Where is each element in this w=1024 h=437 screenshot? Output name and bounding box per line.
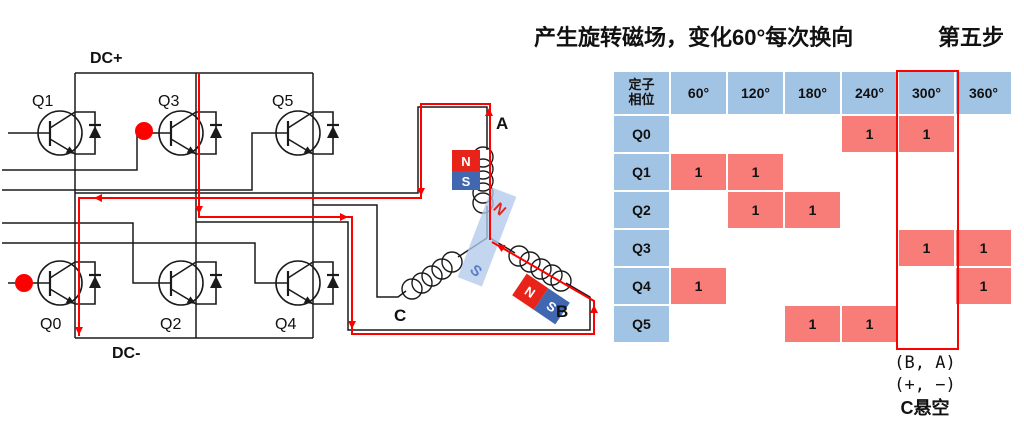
- label-q2: Q2: [160, 316, 181, 333]
- current-path: [78, 73, 595, 336]
- arrow-into-center: [496, 244, 506, 252]
- stator-magnet-b: N S: [512, 273, 570, 325]
- cell-Q5-120°: [728, 306, 783, 342]
- step-label: 第五步: [938, 25, 1005, 50]
- cell-Q3-180°: [785, 230, 840, 266]
- row-label-Q3: Q3: [614, 230, 669, 266]
- cell-Q1-120°: 1: [728, 154, 783, 190]
- cell-Q1-60°: 1: [671, 154, 726, 190]
- degree-header-300°: 300°: [899, 72, 954, 114]
- cell-Q3-120°: [728, 230, 783, 266]
- slide-title: 产生旋转磁场，变化60°每次换向: [534, 25, 854, 50]
- cell-Q4-60°: 1: [671, 268, 726, 304]
- base-wire-q2: [2, 222, 171, 284]
- cell-Q2-60°: [671, 192, 726, 228]
- degree-header-180°: 180°: [785, 72, 840, 114]
- annotation-floating: C悬空: [900, 397, 950, 418]
- base-on-dot-q3: [135, 122, 153, 140]
- stator-phase-header: 定子相位: [614, 72, 669, 114]
- cell-Q4-360°: 1: [956, 268, 1011, 304]
- row-label-Q5: Q5: [614, 306, 669, 342]
- row-label-Q0: Q0: [614, 116, 669, 152]
- transistors: [36, 109, 341, 307]
- current-arrows: [75, 108, 598, 335]
- magnet-a-south-label: S: [462, 174, 471, 189]
- row-label-Q1: Q1: [614, 154, 669, 190]
- cell-Q5-180°: 1: [785, 306, 840, 342]
- annotation-phases: (B, A): [894, 353, 956, 373]
- cell-Q4-240°: [842, 268, 897, 304]
- cell-Q2-300°: [899, 192, 954, 228]
- label-phase-a: A: [496, 114, 508, 133]
- stator-magnet-a: N S: [452, 150, 480, 190]
- cell-Q5-240°: 1: [842, 306, 897, 342]
- cell-Q3-240°: [842, 230, 897, 266]
- row-label-Q4: Q4: [614, 268, 669, 304]
- arrow-down-q3-leg: [195, 206, 203, 214]
- cell-Q0-240°: 1: [842, 116, 897, 152]
- cell-Q5-300°: [899, 306, 954, 342]
- cell-Q2-360°: [956, 192, 1011, 228]
- cell-Q3-360°: 1: [956, 230, 1011, 266]
- base-wire-q3: [2, 132, 171, 171]
- label-q5: Q5: [272, 93, 293, 110]
- row-label-Q2: Q2: [614, 192, 669, 228]
- phase-c-wire: [313, 204, 407, 298]
- phase-a-wire: [75, 106, 488, 194]
- degree-header-240°: 240°: [842, 72, 897, 114]
- label-phase-c: C: [394, 306, 406, 325]
- cell-Q0-60°: [671, 116, 726, 152]
- label-q1: Q1: [32, 93, 53, 110]
- cell-Q5-360°: [956, 306, 1011, 342]
- rotor-bar: N S: [457, 187, 517, 287]
- cell-Q4-120°: [728, 268, 783, 304]
- cell-Q3-60°: [671, 230, 726, 266]
- arrow-right-phase-b: [340, 213, 348, 221]
- arrow-up-terminal-b: [590, 305, 598, 313]
- step-annotation: (B, A) (+, −) C悬空: [855, 352, 995, 421]
- cell-Q0-360°: [956, 116, 1011, 152]
- cell-Q0-180°: [785, 116, 840, 152]
- arrow-down-return: [417, 188, 425, 196]
- arrow-down-to-motor: [348, 321, 356, 329]
- cell-Q1-240°: [842, 154, 897, 190]
- arrow-left-to-bridge: [94, 194, 102, 202]
- base-on-dot-q0: [15, 274, 33, 292]
- dc-minus-label: DC-: [112, 345, 140, 362]
- cell-Q4-300°: [899, 268, 954, 304]
- arrow-up-terminal-a: [485, 108, 493, 116]
- phase-b-wire: [196, 221, 591, 331]
- cell-Q3-300°: 1: [899, 230, 954, 266]
- cell-Q5-60°: [671, 306, 726, 342]
- base-wire-q5: [2, 132, 288, 191]
- degree-header-120°: 120°: [728, 72, 783, 114]
- magnet-a-north-label: N: [461, 154, 470, 169]
- annotation-polarity: (+, −): [894, 375, 956, 396]
- cell-Q1-180°: [785, 154, 840, 190]
- cell-Q1-360°: [956, 154, 1011, 190]
- cell-Q0-120°: [728, 116, 783, 152]
- cell-Q0-300°: 1: [899, 116, 954, 152]
- cell-Q2-240°: [842, 192, 897, 228]
- inverter-motor-diagram: N S N S N S: [2, 50, 598, 362]
- base-wire-q4: [2, 242, 288, 284]
- label-q3: Q3: [158, 93, 179, 110]
- cell-Q1-300°: [899, 154, 954, 190]
- label-phase-b: B: [556, 302, 568, 321]
- label-q0: Q0: [40, 316, 61, 333]
- cell-Q2-180°: 1: [785, 192, 840, 228]
- degree-header-360°: 360°: [956, 72, 1011, 114]
- cell-Q2-120°: 1: [728, 192, 783, 228]
- dc-plus-label: DC+: [90, 50, 122, 67]
- arrow-down-q0-leg: [75, 327, 83, 335]
- degree-header-60°: 60°: [671, 72, 726, 114]
- label-q4: Q4: [275, 316, 296, 333]
- cell-Q4-180°: [785, 268, 840, 304]
